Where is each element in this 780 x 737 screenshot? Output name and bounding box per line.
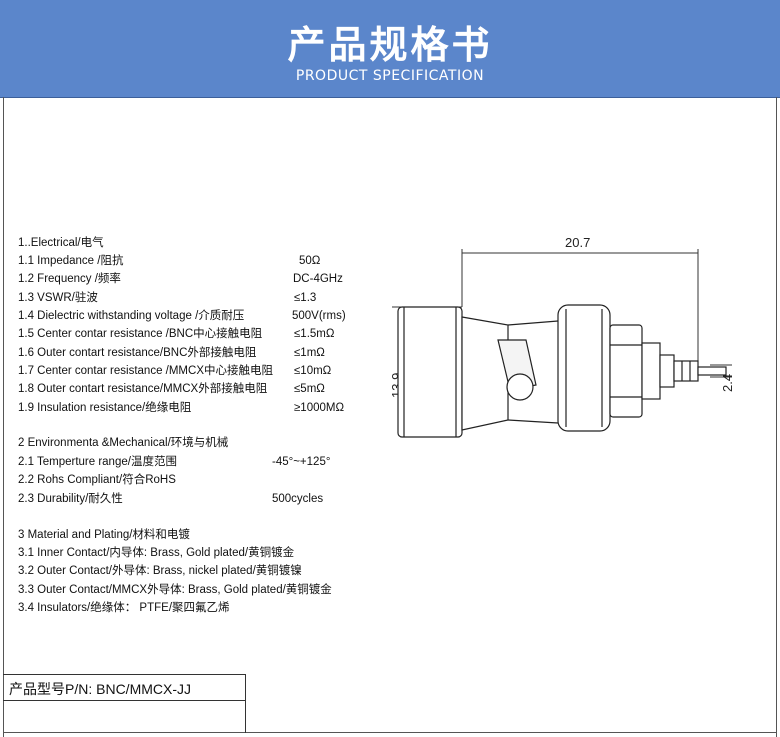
spec-value: DC-4GHz — [293, 273, 343, 285]
material-heading: 3 Material and Plating/材料和电镀 — [18, 529, 190, 541]
spec-label: 1.6 Outer contart resistance/BNC外部接触电阻 — [18, 347, 257, 359]
header-banner: 产品规格书 PRODUCT SPECIFICATION — [0, 0, 780, 98]
page-subtitle: PRODUCT SPECIFICATION — [295, 68, 485, 84]
dimension-length-label: 20.7 — [565, 235, 590, 250]
part-number: 产品型号P/N: BNC/MMCX-JJ — [9, 681, 191, 697]
frame-border-right — [776, 97, 777, 737]
electrical-heading: 1..Electrical/电气 — [18, 237, 104, 249]
spec-value: 500cycles — [272, 493, 324, 505]
spec-label: 1.4 Dielectric withstanding voltage /介质耐… — [18, 310, 245, 322]
connector-body — [397, 304, 727, 438]
spec-label: 1.9 Insulation resistance/绝缘电阻 — [18, 402, 192, 414]
frame-border-left — [3, 97, 4, 737]
spec-label: 1.5 Center contar resistance /BNC中心接触电阻 — [18, 328, 263, 340]
spec-value: 50Ω — [299, 255, 321, 267]
spec-label: 1.7 Center contar resistance /MMCX中心接触电阻 — [18, 365, 273, 377]
spec-value: ≤1mΩ — [294, 347, 325, 359]
part-number-box — [3, 674, 246, 733]
frame-border-bottom — [3, 732, 777, 733]
part-number-divider — [3, 700, 245, 701]
spec-value: -45°~+125° — [272, 456, 331, 468]
spec-value: 500V(rms) — [292, 310, 346, 322]
spec-label: 1.1 Impedance /阻抗 — [18, 255, 124, 267]
material-item: 3.2 Outer Contact/外导体: Brass, nickel pla… — [18, 565, 302, 577]
dimension-pin — [710, 364, 732, 378]
page-title: 产品规格书 — [287, 23, 493, 67]
spec-value: ≥1000MΩ — [294, 402, 345, 414]
spec-value: ≤1.5mΩ — [294, 328, 335, 340]
dimension-length — [461, 249, 699, 375]
material-item: 3.1 Inner Contact/内导体: Brass, Gold plate… — [18, 547, 295, 559]
dimension-pin-label: 2.4 — [720, 374, 735, 392]
spec-value: ≤5mΩ — [294, 383, 325, 395]
spec-label: 1.8 Outer contart resistance/MMCX外部接触电阻 — [18, 383, 268, 395]
connector-drawing: 20.7 13.9 2 — [389, 235, 735, 438]
spec-label: 2.2 Rohs Compliant/符合RoHS — [18, 474, 176, 486]
spec-value: ≤1.3 — [294, 292, 317, 304]
spec-label: 2.1 Temperture range/温度范围 — [18, 456, 177, 468]
spec-label: 1.3 VSWR/驻波 — [18, 292, 98, 304]
spec-label: 1.2 Frequency /频率 — [18, 273, 121, 285]
spec-label: 2.3 Durability/耐久性 — [18, 493, 123, 505]
spec-value: ≤10mΩ — [294, 365, 332, 377]
environmental-heading: 2 Environmenta &Mechanical/环境与机械 — [18, 437, 229, 449]
material-item: 3.4 Insulators/绝缘体： PTFE/聚四氟乙烯 — [18, 602, 230, 614]
material-item: 3.3 Outer Contact/MMCX外导体: Brass, Gold p… — [18, 584, 332, 596]
